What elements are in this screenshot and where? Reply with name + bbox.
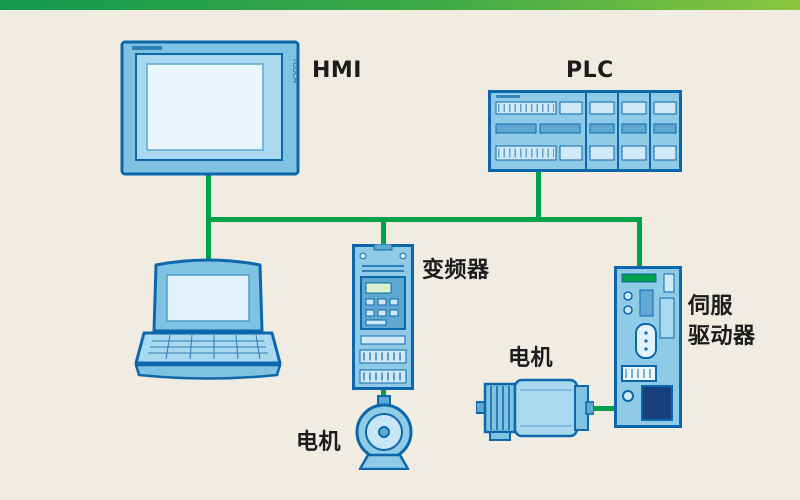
plc-controller (488, 90, 682, 172)
servo-motor-foot (489, 431, 511, 441)
servo-drive-label-line2: 驱动器 (688, 324, 756, 349)
hmi-label: HMI (312, 58, 362, 83)
servo-drive-button-1 (623, 291, 633, 301)
hmi-touch-badge: TOUCH (291, 57, 299, 83)
vfd-vent-slots (362, 265, 404, 272)
motor-base (358, 453, 410, 471)
servo-motor-label: 电机 (508, 346, 554, 371)
hmi-panel: TOUCH (120, 40, 300, 176)
servo-motor-connector (585, 401, 595, 415)
motor-shaft-center (378, 426, 390, 438)
servo-drive-vent-green (621, 273, 657, 283)
vfd-motor-label: 电机 (296, 430, 342, 455)
servo-motor-shaft (475, 401, 486, 414)
servo-drive-knob (622, 390, 634, 402)
hmi-screen (146, 63, 264, 151)
servo-drive-label-line1: 伺服 (688, 294, 734, 319)
servo-motor-body (513, 378, 579, 438)
vfd-motor (352, 394, 416, 471)
vfd-drop-line (381, 220, 386, 248)
laptop-front-edge (134, 363, 282, 380)
vfd-terminal-rows (359, 349, 407, 384)
servo-motor-to-drive-line (590, 406, 616, 411)
plc-drop-line (536, 170, 541, 220)
servo-drive-drop-line (637, 220, 642, 270)
vfd-to-motor-line (381, 386, 386, 398)
vfd-label: 变频器 (422, 258, 490, 283)
laptop-keyboard-rows (148, 334, 268, 360)
hmi-drop-line (206, 174, 211, 220)
servo-drive-button-2 (623, 305, 633, 315)
plc-bottom-terminals (495, 145, 677, 161)
plc-status-band (495, 123, 677, 134)
laptop-display (166, 274, 250, 322)
laptop (130, 255, 286, 387)
servo-motor (475, 372, 595, 446)
plc-top-terminals (495, 101, 677, 115)
servo-drive-side-module (659, 297, 675, 339)
servo-drive (614, 266, 682, 428)
servo-drive-label-plate (641, 385, 673, 421)
vfd-mid-slot (360, 335, 406, 345)
hmi-logo-mark (132, 46, 162, 50)
vfd-mount-hole-right (399, 252, 407, 260)
network-bus-line (206, 217, 642, 222)
vfd-keypad-buttons (365, 298, 399, 326)
bottom-green-strip (0, 0, 800, 10)
servo-motor-front-ribs (483, 382, 517, 434)
frequency-converter (352, 243, 414, 390)
vfd-top-clip (373, 243, 393, 251)
servo-drive-label: 伺服 驱动器 (688, 292, 756, 352)
servo-drive-top-slot (663, 273, 675, 293)
servo-drive-display-block (639, 289, 654, 317)
plc-label: PLC (566, 58, 614, 83)
vfd-display (365, 282, 392, 294)
laptop-drop-line (206, 220, 211, 260)
vfd-mount-hole-left (359, 252, 367, 260)
plc-logo-mark (496, 95, 520, 98)
